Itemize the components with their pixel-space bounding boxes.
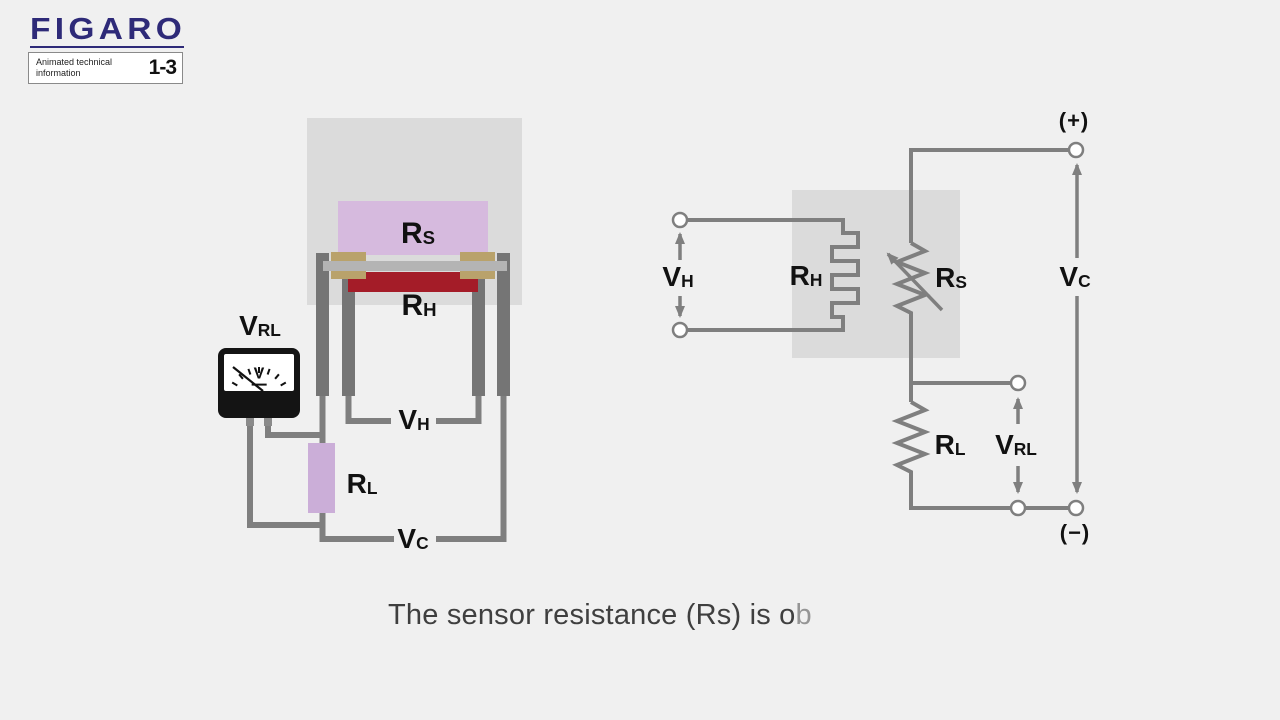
label-vh-left: VH	[398, 406, 429, 434]
node-vrl-bottom	[1009, 499, 1027, 517]
label-sub: C	[416, 532, 429, 553]
electrode-top-left	[331, 252, 366, 261]
label-sub: H	[681, 270, 694, 291]
meter-scale-ticks	[231, 367, 287, 387]
caption-typing-char: b	[795, 599, 812, 631]
caption-typed-text: The sensor resistance (Rs) is o	[388, 599, 796, 631]
meter-leg-left	[246, 416, 254, 426]
logo-underline	[30, 46, 184, 48]
wire-supply-top	[909, 148, 1069, 243]
node-vh-top	[671, 211, 689, 229]
label-main: V	[662, 261, 682, 292]
sensor-element-rs	[338, 201, 488, 255]
electrode-bottom-right	[460, 271, 495, 279]
label-sub: RL	[1013, 438, 1037, 459]
label-vh-right: VH	[662, 263, 693, 291]
label-sub: L	[954, 438, 966, 459]
electrode-top-right	[460, 252, 495, 261]
episode-number: 1-3	[148, 56, 177, 79]
label-vrl-left: VRL	[239, 312, 281, 340]
label-main: V	[995, 429, 1014, 460]
load-resistor-rl	[308, 443, 335, 513]
node-minus-terminal	[1067, 499, 1085, 517]
lead-outer-right	[497, 253, 510, 396]
label-vrl-right: VRL	[995, 431, 1037, 459]
series-info-box: Animated technical information 1-3	[28, 52, 183, 84]
meter-leg-right	[264, 416, 272, 426]
label-main: R	[346, 468, 367, 499]
label-sub: L	[366, 477, 378, 498]
wire-bottom-run	[909, 475, 1069, 510]
wire-vc-right	[436, 392, 507, 542]
label-main: V	[397, 523, 417, 554]
figaro-logo: FIGARO	[30, 11, 187, 46]
label-sub: S	[422, 226, 436, 248]
label-rl-left: RL	[347, 470, 378, 498]
label-main: V	[1059, 261, 1079, 292]
series-tagline-line2: information	[36, 68, 81, 78]
label-rh-right: RH	[790, 262, 823, 290]
label-rl-right: RL	[935, 431, 966, 459]
label-sub: C	[1078, 270, 1091, 291]
label-sub: H	[423, 298, 437, 320]
label-vc-left: VC	[397, 525, 428, 553]
node-plus-terminal	[1067, 141, 1085, 159]
node-vh-bottom	[671, 321, 689, 339]
label-sub: RL	[257, 319, 281, 340]
label-sub: H	[809, 269, 823, 290]
load-resistor-rl-symbol	[891, 400, 931, 475]
rs-variable-arrow	[886, 252, 944, 312]
wire-rl-branch	[319, 392, 394, 542]
substrate-plate	[323, 261, 507, 271]
variable-resistor-rs-symbol	[891, 241, 931, 316]
label-main: R	[934, 429, 955, 460]
label-main: R	[789, 260, 810, 291]
label-main: V	[398, 404, 418, 435]
voltmeter-icon	[218, 348, 300, 426]
sensor-cross-section	[218, 118, 522, 542]
label-vc-right: VC	[1059, 263, 1090, 291]
electrode-bottom-left	[331, 271, 366, 279]
node-vrl-top	[1009, 374, 1027, 392]
lead-inner-right	[472, 278, 485, 396]
meter-unit-symbol: V	[251, 366, 267, 386]
label-sub: H	[417, 413, 430, 434]
label-main: V	[239, 310, 258, 341]
meter-needle	[232, 366, 264, 392]
lead-outer-left	[316, 253, 329, 396]
wire-meter-positive	[265, 424, 325, 438]
wire-vh-left	[345, 392, 391, 424]
label-rh-left: RH	[401, 291, 436, 321]
label-minus-terminal: (−)	[1059, 520, 1091, 545]
label-main: R	[401, 289, 424, 322]
wire-vh-right	[436, 392, 482, 424]
series-tagline-line1: Animated technical	[36, 56, 113, 67]
label-rs-right: RS	[935, 264, 967, 292]
series-tagline: Animated technical information	[36, 57, 112, 80]
wire-meter-negative	[247, 424, 322, 528]
label-plus-terminal: (+)	[1058, 108, 1090, 133]
label-rs-left: RS	[401, 219, 435, 249]
heater-rh-bar	[348, 272, 478, 292]
label-sub: S	[955, 271, 967, 292]
heater-rh-symbol	[687, 218, 860, 332]
lead-inner-left	[342, 278, 355, 396]
label-main: R	[935, 262, 956, 293]
subtitle-caption: The sensor resistance (Rs) is ob	[388, 599, 812, 632]
circuit-schematic	[671, 141, 1085, 517]
label-main: R	[400, 217, 423, 250]
